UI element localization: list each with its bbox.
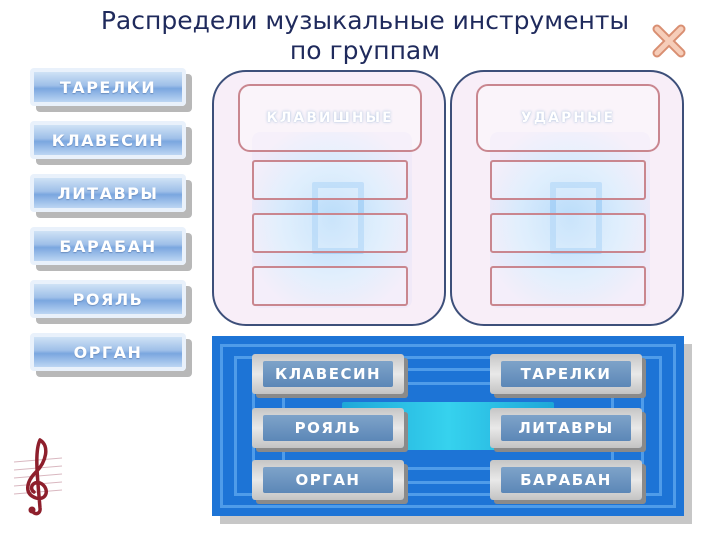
source-tile-organ[interactable]: ОРГАН <box>30 333 186 371</box>
treble-clef-icon <box>12 432 64 518</box>
answer-tile-label: КЛАВЕСИН <box>263 361 393 387</box>
source-tile-royal[interactable]: РОЯЛЬ <box>30 280 186 318</box>
source-tile-baraban[interactable]: БАРАБАН <box>30 227 186 265</box>
answer-area: КЛАВЕСИН РОЯЛЬ ОРГАН ТАРЕЛКИ ЛИТАВРЫ БАР… <box>212 336 684 516</box>
close-button[interactable] <box>652 24 686 58</box>
answer-tile-klavesin: КЛАВЕСИН <box>252 354 404 394</box>
category-header-keyboard: КЛАВИШНЫЕ <box>238 84 422 152</box>
answer-tile-organ: ОРГАН <box>252 460 404 500</box>
source-tile-tarelki[interactable]: ТАРЕЛКИ <box>30 68 186 106</box>
category-panel-keyboard: КЛАВИШНЫЕ <box>212 70 446 326</box>
answer-tile-label: ЛИТАВРЫ <box>501 415 631 441</box>
title-line-1: Распредели музыкальные инструменты <box>100 6 630 35</box>
drop-slot-percussion-3[interactable] <box>490 266 646 306</box>
answer-tile-label: ТАРЕЛКИ <box>501 361 631 387</box>
answer-tile-royal: РОЯЛЬ <box>252 408 404 448</box>
answer-tile-baraban: БАРАБАН <box>490 460 642 500</box>
drop-slot-keyboard-2[interactable] <box>252 213 408 253</box>
category-header-percussion: УДАРНЫЕ <box>476 84 660 152</box>
drop-slot-percussion-2[interactable] <box>490 213 646 253</box>
drop-slot-percussion-1[interactable] <box>490 160 646 200</box>
drop-slot-keyboard-1[interactable] <box>252 160 408 200</box>
page-title: Распредели музыкальные инструменты по гр… <box>40 6 690 66</box>
category-panel-percussion: УДАРНЫЕ <box>450 70 684 326</box>
answer-area-frame <box>234 356 662 496</box>
source-tile-litavry[interactable]: ЛИТАВРЫ <box>30 174 186 212</box>
answer-tile-label: РОЯЛЬ <box>263 415 393 441</box>
answer-tile-label: БАРАБАН <box>501 467 631 493</box>
title-line-2: по группам <box>289 36 441 65</box>
close-x-icon <box>652 24 686 58</box>
answer-tile-litavry: ЛИТАВРЫ <box>490 408 642 448</box>
answer-area-frame <box>220 344 676 508</box>
source-tile-klavesin[interactable]: КЛАВЕСИН <box>30 121 186 159</box>
drop-slot-keyboard-3[interactable] <box>252 266 408 306</box>
answer-tile-label: ОРГАН <box>263 467 393 493</box>
answer-tile-tarelki: ТАРЕЛКИ <box>490 354 642 394</box>
